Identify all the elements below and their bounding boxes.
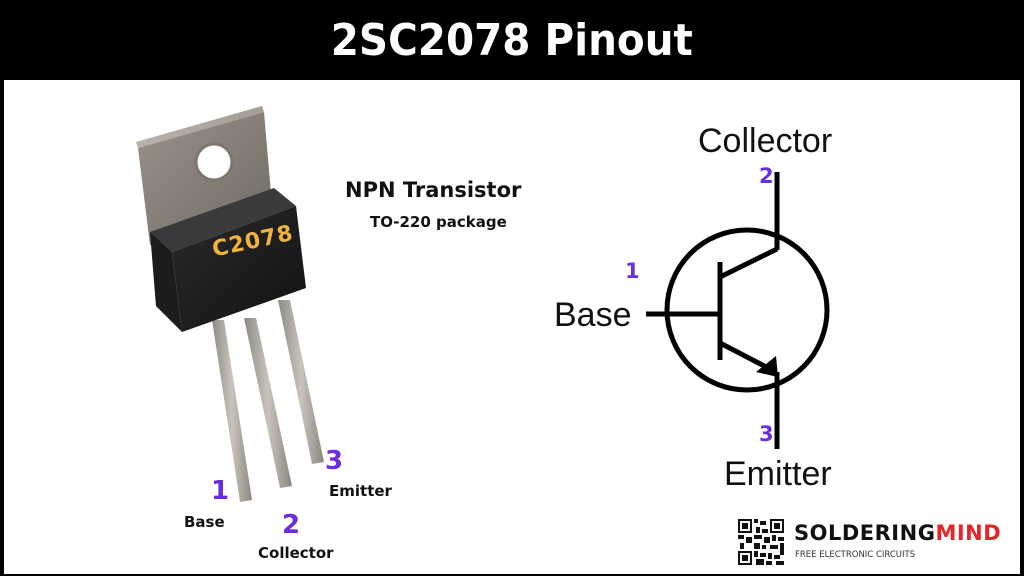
schematic-collector-number: 2 [759, 164, 774, 188]
schematic-collector-label: Collector [698, 122, 833, 160]
transistor-type: NPN Transistor [345, 178, 522, 202]
content-panel: C2078 1 Base 2 Collector 3 Emitter NPN T… [4, 80, 1020, 574]
pin-3-number: 3 [325, 446, 344, 476]
schematic-emitter-label: Emitter [724, 455, 832, 493]
pin-2-lead [244, 318, 292, 488]
pin-3-label: Emitter [329, 482, 392, 500]
page-title: 2SC2078 Pinout [330, 14, 694, 66]
pin-1-label: Base [184, 513, 225, 531]
package-type: TO-220 package [370, 213, 507, 231]
to220-transistor-illustration [136, 106, 324, 502]
schematic-emitter-number: 3 [759, 422, 774, 446]
emitter-arrow-icon [756, 356, 778, 377]
pin-3-lead [278, 300, 324, 464]
qr-code-icon [738, 519, 784, 565]
mounting-hole [194, 142, 234, 182]
pin-2-label: Collector [258, 544, 334, 562]
brand-name-part1: SOLDERING [794, 521, 936, 545]
transistor-body [172, 206, 306, 332]
brand-logo[interactable]: SOLDERINGMIND FREE ELECTRONIC CIRCUITS [738, 517, 1008, 567]
schematic-base-number: 1 [625, 259, 640, 283]
pin-1-lead [212, 320, 252, 502]
symbol-circle [664, 227, 830, 393]
title-bar: 2SC2078 Pinout [0, 0, 1024, 80]
npn-schematic-symbol [646, 172, 830, 449]
pin-2-number: 2 [282, 510, 301, 540]
schematic-base-label: Base [554, 296, 632, 334]
pin-1-number: 1 [211, 476, 230, 506]
brand-name-part2: MIND [935, 521, 1002, 545]
brand-tagline: FREE ELECTRONIC CIRCUITS [795, 550, 916, 560]
